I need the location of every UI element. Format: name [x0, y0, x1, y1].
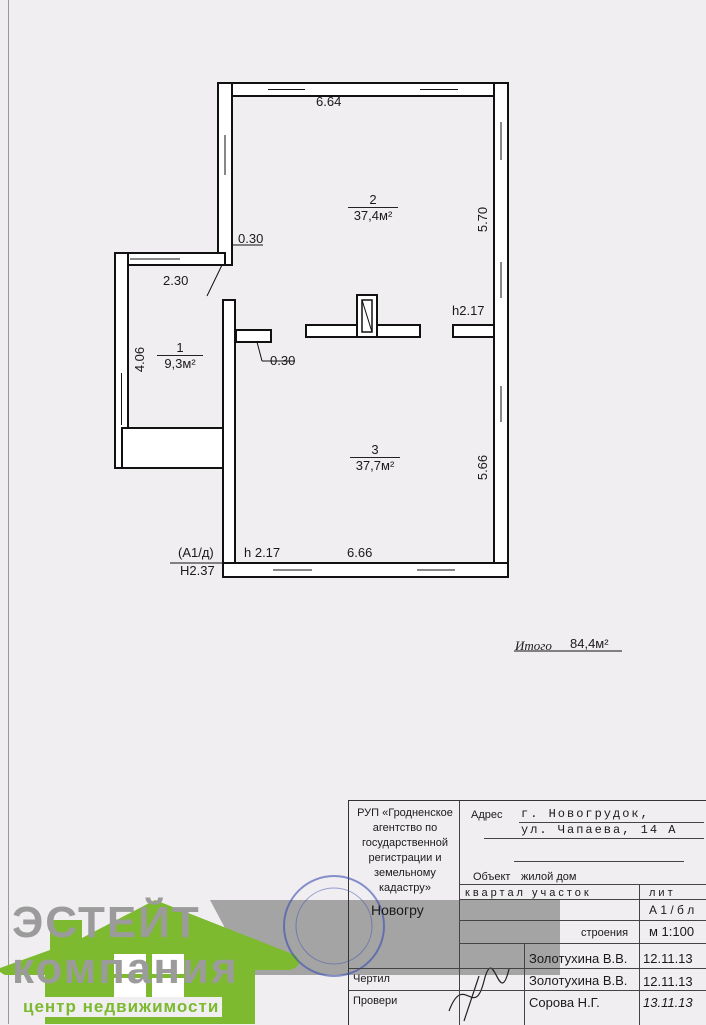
- address-line1: г. Новогрудок,: [521, 807, 650, 821]
- stamp: [283, 875, 385, 977]
- row2-name: Золотухина В.В.: [529, 973, 628, 988]
- lit-value: А 1 / б л: [649, 903, 695, 917]
- address-label: Адрес: [471, 809, 503, 821]
- object-value: жилой дом: [521, 871, 577, 883]
- object-label: Объект: [473, 871, 511, 883]
- total-label: Итого: [515, 638, 552, 653]
- row2-date: 12.11.13: [643, 974, 693, 989]
- porch: [121, 427, 224, 469]
- wall-bottom: [222, 562, 509, 578]
- row1-date: 12.11.13: [643, 951, 693, 966]
- dim-small-depth: 4.06: [132, 346, 148, 373]
- page-edge: [8, 0, 9, 1024]
- row3-label: Провери: [353, 995, 398, 1007]
- row2-label: Чертил: [353, 973, 390, 985]
- wall-top: [217, 82, 509, 97]
- dim-wall-upper: 0.30: [238, 231, 264, 246]
- wall-left-lower: [222, 299, 236, 578]
- litera: (А1/д): [178, 545, 214, 560]
- room-1-area: 9,3м²: [157, 355, 203, 371]
- room-1-number: 1: [176, 340, 184, 355]
- watermark-logo: [0, 900, 560, 1024]
- dim-right-lower: 5.66: [475, 454, 491, 481]
- dim-height-bottom: h 2.17: [244, 545, 281, 560]
- room-3-number: 3: [371, 442, 379, 457]
- dim-top: 6.64: [316, 94, 342, 109]
- grey-house-roof: [210, 900, 560, 975]
- row1-name: Золотухина В.В.: [529, 951, 628, 966]
- room-1-label: 1 9,3м²: [157, 340, 203, 371]
- room-3-label: 3 37,7м²: [350, 442, 400, 473]
- signature: [448, 967, 510, 1022]
- chimney-flue: [361, 299, 373, 333]
- dim-right-upper: 5.70: [475, 206, 491, 233]
- scale: м 1:100: [649, 924, 695, 939]
- dim-height-right: h2.17: [452, 303, 485, 318]
- room-2-number: 2: [369, 192, 377, 207]
- wall-stub-right: [452, 324, 495, 338]
- quarter-plot-header: квартал участок: [465, 887, 592, 899]
- address-line2: ул. Чапаева, 14 А: [521, 823, 678, 837]
- lit-header: лит: [649, 887, 676, 899]
- title-block: РУП «Гродненское агентство по государств…: [283, 800, 706, 1025]
- room-3-area: 37,7м²: [350, 457, 400, 473]
- org-city: Новогру: [371, 902, 424, 918]
- row3-date: 13.11.13: [643, 995, 693, 1010]
- dim-bottom: 6.66: [347, 545, 373, 560]
- window-icon: [114, 954, 184, 998]
- green-house-icon: [0, 900, 299, 1024]
- litera-height: Н2.37: [180, 563, 215, 578]
- row3-name: Сорова Н.Г.: [529, 995, 600, 1010]
- wall-stub: [235, 329, 272, 343]
- building-label: строения: [581, 927, 629, 939]
- dim-wall-stub: 0.30: [270, 353, 296, 368]
- door-swing: [206, 264, 223, 297]
- org-name: РУП «Гродненское агентство по государств…: [357, 807, 453, 894]
- total-value: 84,4м²: [570, 636, 609, 651]
- dim-small-width: 2.30: [163, 273, 189, 288]
- room-2-label: 2 37,4м²: [348, 192, 398, 223]
- watermark-brand: ЭСТЕЙТ компания: [12, 898, 239, 993]
- room-2-area: 37,4м²: [348, 207, 398, 223]
- walls: [114, 82, 509, 578]
- watermark-tagline: центр недвижимости: [20, 997, 223, 1017]
